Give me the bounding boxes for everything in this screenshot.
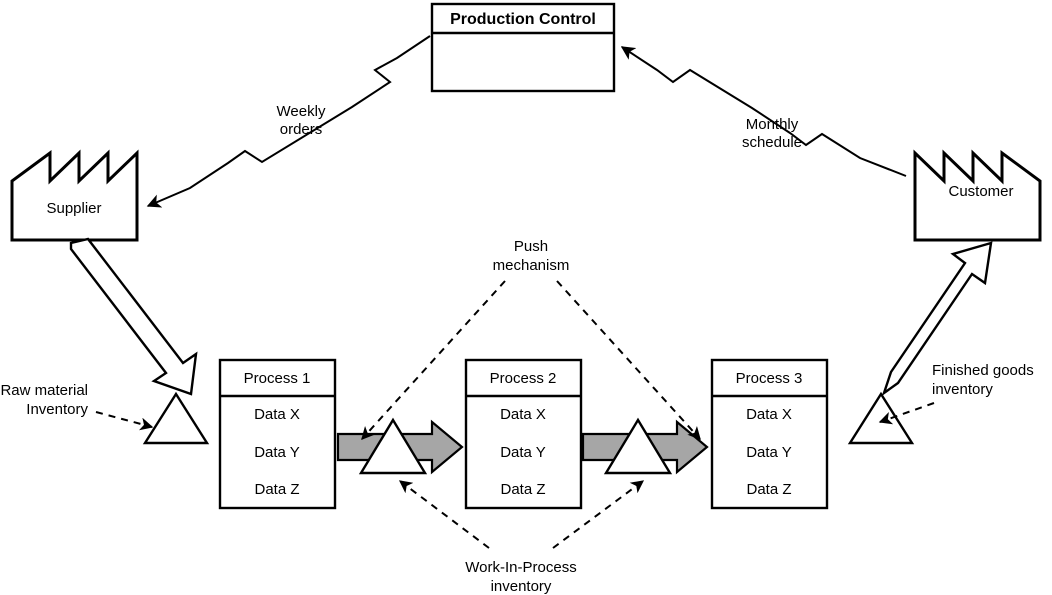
customer-entity[interactable]: Customer (913, 149, 1042, 242)
raw-material-inventory[interactable]: Raw material Inventory (0, 382, 210, 445)
wip-triangle-2-icon (603, 417, 673, 475)
material-arrow-supplier (69, 237, 198, 396)
supplier-factory-icon (10, 149, 139, 242)
finished-goods-inventory[interactable]: Finished goods inventory (847, 362, 1034, 445)
supplier-entity[interactable]: Supplier (10, 149, 139, 242)
push-mechanism-pointer-right (556, 280, 701, 440)
process-1-data-1: Data Y (254, 444, 300, 461)
finished-goods-triangle-icon (847, 391, 915, 445)
monthly-schedule-label-line1: Monthly (746, 116, 799, 133)
push-mechanism-label-line2: mechanism (493, 257, 570, 274)
push-mechanism-pointer-left (361, 280, 506, 440)
weekly-orders-label-line2: orders (280, 121, 323, 138)
process-3-title: Process 3 (736, 370, 803, 387)
process-1-box[interactable]: Process 1 Data X Data Y Data Z (218, 358, 337, 510)
process-3-data-1: Data Y (746, 444, 792, 461)
raw-material-triangle-icon (142, 391, 210, 445)
process-1-outline (218, 358, 337, 510)
process-3-outline (710, 358, 829, 510)
raw-material-label-line1: Raw material (0, 382, 88, 399)
process-1-data-2: Data Z (254, 481, 299, 498)
process-1-title: Process 1 (244, 370, 311, 387)
supplier-to-raw-material-arrow (69, 237, 198, 396)
process-2-data-0: Data X (500, 406, 546, 423)
finished-goods-label-line1: Finished goods (932, 362, 1034, 379)
monthly-schedule-label-line2: schedule (742, 134, 802, 151)
process-3-data-0: Data X (746, 406, 792, 423)
customer-label: Customer (948, 183, 1013, 200)
supplier-label: Supplier (46, 200, 101, 217)
process-2-outline (464, 358, 583, 510)
wip-pointer-right (552, 480, 645, 549)
process-2-data-2: Data Z (500, 481, 545, 498)
wip-pointer-left (398, 480, 490, 549)
finished-goods-label-line2: inventory (932, 381, 993, 398)
wip-inventory-triangle-2[interactable] (603, 417, 673, 475)
weekly-orders-label-line1: Weekly (277, 103, 326, 120)
production-control-outline (430, 2, 616, 93)
monthly-schedule-line (620, 46, 907, 177)
process-2-box[interactable]: Process 2 Data X Data Y Data Z (464, 358, 583, 510)
process-2-data-1: Data Y (500, 444, 546, 461)
material-arrow-customer (881, 241, 993, 397)
process-3-box[interactable]: Process 3 Data X Data Y Data Z (710, 358, 829, 510)
finished-goods-pointer (878, 402, 935, 425)
process-2-title: Process 2 (490, 370, 557, 387)
finished-goods-to-customer-arrow (881, 241, 993, 397)
push-mechanism-annotation[interactable]: Push mechanism (361, 238, 701, 440)
wip-inventory-annotation[interactable]: Work-In-Process inventory (398, 480, 645, 595)
production-control-box[interactable]: Production Control (430, 2, 616, 93)
wip-label-line2: inventory (491, 578, 552, 595)
weekly-orders-flow[interactable]: Weekly orders (146, 35, 431, 208)
wip-inventory-triangle-1[interactable] (358, 417, 428, 475)
weekly-orders-line (146, 35, 431, 208)
raw-material-label-line2: Inventory (26, 401, 88, 418)
production-control-title: Production Control (450, 11, 596, 28)
raw-material-pointer (95, 411, 154, 431)
process-1-data-0: Data X (254, 406, 300, 423)
push-mechanism-label-line1: Push (514, 238, 548, 255)
wip-label-line1: Work-In-Process (465, 559, 576, 576)
wip-triangle-1-icon (358, 417, 428, 475)
process-3-data-2: Data Z (746, 481, 791, 498)
monthly-schedule-flow[interactable]: Monthly schedule (620, 46, 907, 177)
customer-factory-icon (913, 149, 1042, 242)
